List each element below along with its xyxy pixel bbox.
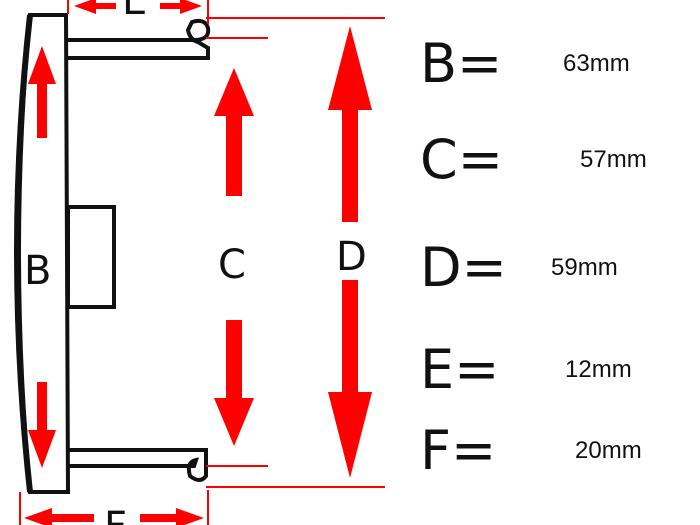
label-b: B	[24, 248, 51, 294]
e-arrow	[74, 0, 202, 14]
f-arrow	[24, 508, 204, 525]
bottom-clip-arm	[68, 448, 208, 482]
b-arrow-up	[28, 46, 56, 138]
c-arrow-down	[214, 320, 254, 446]
c-arrow-up	[214, 68, 254, 196]
label-f: F	[104, 504, 127, 525]
label-c: C	[218, 242, 246, 288]
top-clip-arm	[68, 18, 211, 60]
cap-face-curve	[14, 14, 33, 493]
b-arrow-down	[28, 382, 56, 468]
d-arrow	[328, 26, 372, 478]
label-d: D	[336, 234, 367, 280]
label-e: E	[122, 0, 147, 24]
center-tab	[66, 205, 116, 309]
